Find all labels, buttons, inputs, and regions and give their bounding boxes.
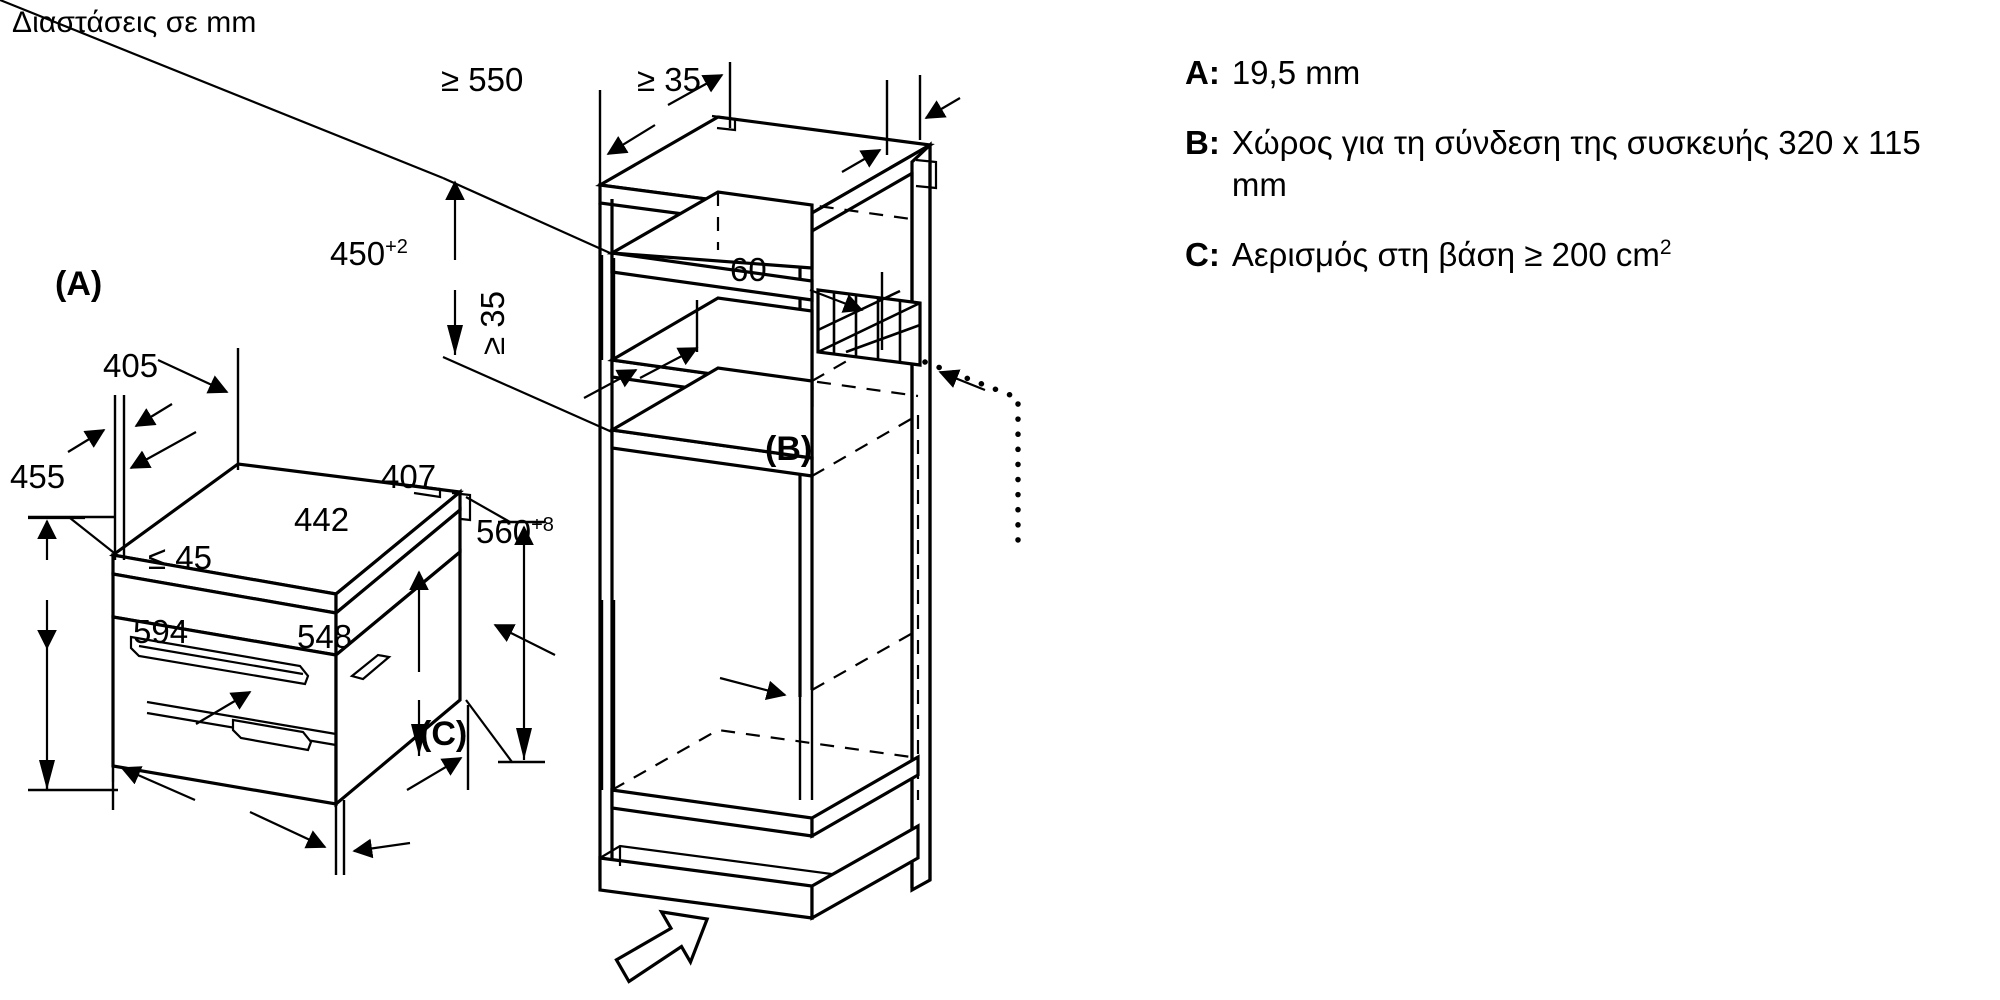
dim-label-60: 60	[730, 251, 767, 288]
dim-label-405: 405	[103, 347, 159, 384]
dim-label-door-gap: ≤ 45	[148, 539, 212, 576]
callout-c: (C)	[420, 715, 468, 753]
legend-item-a: A: 19,5 mm	[1185, 52, 1975, 93]
oven-isometric	[109, 462, 472, 808]
legend-text-c-main: Αερισμός στη βάση ≥ 200 cm	[1231, 235, 1660, 273]
dim-407	[465, 496, 545, 764]
dim-label-550: ≥ 550	[441, 61, 524, 98]
dim-label-35-top: ≥ 35	[637, 61, 701, 98]
dim-label-35-mid: ≥ 35	[474, 291, 511, 355]
ventilation-arrow-c	[614, 909, 710, 984]
dim-35-top	[841, 75, 961, 173]
legend-text-b: Χώρος για τη σύνδεση της συσκευής 320 x …	[1231, 124, 1921, 203]
dim-455	[28, 515, 119, 792]
dim-label-560: 560+8	[476, 515, 554, 548]
dim-550	[598, 62, 732, 195]
dim-label-594: 594	[133, 613, 189, 650]
dim-594	[111, 742, 338, 875]
legend-text-a: 19,5 mm	[1231, 54, 1361, 91]
dim-560-tolerance: +8	[531, 514, 554, 536]
legend-text-c: Αερισμός στη βάση ≥ 200 cm2	[1232, 234, 1975, 275]
dim-door-gap	[195, 691, 252, 725]
dim-442	[409, 570, 429, 756]
callout-a: (A)	[55, 265, 103, 303]
page-title: Διαστάσεις σε mm	[12, 6, 257, 39]
leader-b	[922, 359, 1021, 548]
legend-text-c-sup: 2	[1659, 235, 1672, 259]
cabinet-isometric	[595, 114, 1021, 921]
dim-548	[342, 705, 470, 875]
dim-label-455: 455	[10, 458, 66, 495]
dim-560-value: 560	[476, 513, 532, 550]
dim-label-442: 442	[294, 501, 350, 538]
legend-key-b: B:	[1185, 124, 1220, 162]
dim-label-548: 548	[297, 618, 353, 655]
dim-60	[928, 300, 986, 400]
dim-405	[129, 348, 240, 470]
gap-a-marker	[67, 395, 173, 560]
legend-item-b: B: Χώρος για τη σύνδεση της συσκευής 320…	[1185, 122, 1975, 205]
dim-b-box	[809, 272, 884, 350]
dim-label-450: 450+2	[330, 237, 408, 270]
dim-450-tolerance: +2	[385, 236, 408, 258]
callout-b: (B)	[765, 430, 813, 468]
dim-560	[493, 600, 814, 800]
dim-label-407: 407	[381, 458, 437, 495]
legend-key-a: A:	[1185, 54, 1220, 91]
legend: A: 19,5 mm B: Χώρος για τη σύνδεση της σ…	[1185, 52, 1975, 304]
dim-450-value: 450	[330, 235, 386, 272]
dim-450	[0, 0, 613, 434]
legend-item-c: C: Αερισμός στη βάση ≥ 200 cm2	[1185, 234, 1975, 275]
connection-box-b	[816, 288, 922, 367]
dim-35-mid	[583, 255, 699, 399]
legend-key-c: C:	[1185, 235, 1220, 273]
